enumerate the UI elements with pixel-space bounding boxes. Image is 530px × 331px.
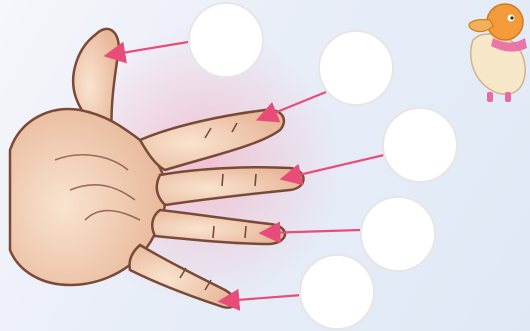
answer-circle-thumb[interactable] xyxy=(189,3,263,77)
arrow-pinky xyxy=(224,295,302,301)
hand-icon xyxy=(10,29,304,308)
arrow-middle xyxy=(286,155,384,178)
answer-circle-pinky[interactable] xyxy=(300,255,374,329)
answer-circle-middle[interactable] xyxy=(383,108,457,182)
bird-mascot-icon xyxy=(469,4,527,102)
arrow-thumb xyxy=(110,42,188,55)
arrow-index xyxy=(262,92,326,118)
answer-circle-index[interactable] xyxy=(319,31,393,105)
answer-circles xyxy=(189,3,457,329)
answer-circle-ring[interactable] xyxy=(361,197,435,271)
